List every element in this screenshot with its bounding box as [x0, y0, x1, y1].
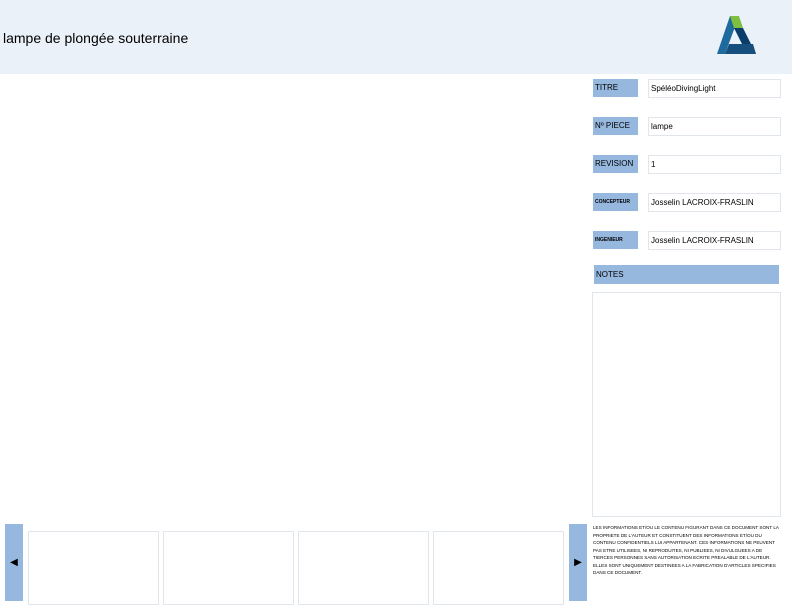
notes-header: NOTES — [594, 265, 779, 284]
page-thumbnail[interactable] — [433, 531, 564, 605]
previous-page-button[interactable]: ◀ — [5, 524, 23, 601]
prop-value-concepteur: Josselin LACROIX-FRASLIN — [648, 193, 781, 212]
prop-label-titre: TITRE — [593, 79, 638, 97]
notes-area — [592, 292, 781, 517]
model-viewport[interactable] — [0, 74, 588, 520]
document-title: lampe de plongée souterraine — [3, 30, 189, 46]
header-bar: lampe de plongée souterraine — [0, 0, 792, 74]
prop-label-concepteur: CONCEPTEUR — [593, 193, 638, 211]
prop-label-ingenieur: INGENIEUR — [593, 231, 638, 249]
prop-value-titre: SpéléoDivingLight — [648, 79, 781, 98]
prop-label-piece: Nº PIECE — [593, 117, 638, 135]
confidentiality-notice: Les informations et/ou le contenu figura… — [593, 525, 779, 575]
prop-value-ingenieur: Josselin LACROIX-FRASLIN — [648, 231, 781, 250]
page-thumbnail[interactable] — [163, 531, 294, 605]
page-thumbnail[interactable] — [28, 531, 159, 605]
prop-value-revision: 1 — [648, 155, 781, 174]
triangle-left-icon: ◀ — [10, 557, 18, 568]
page-thumbnail[interactable] — [298, 531, 429, 605]
next-page-button[interactable]: ▶ — [569, 524, 587, 601]
prop-value-piece: lampe — [648, 117, 781, 136]
triangle-right-icon: ▶ — [574, 557, 582, 568]
autodesk-logo-icon — [717, 16, 756, 54]
prop-label-revision: REVISION — [593, 155, 638, 173]
